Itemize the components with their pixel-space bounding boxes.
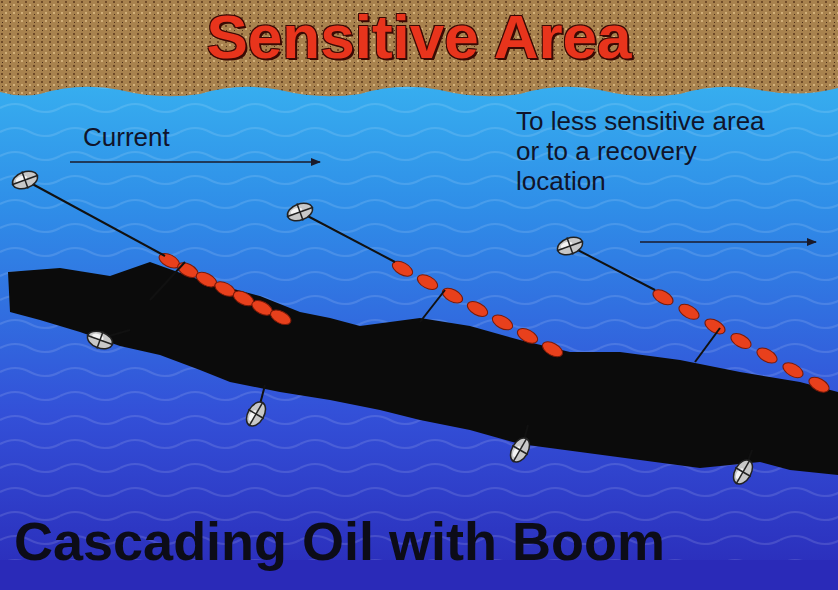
current-arrow	[70, 161, 320, 163]
anchor-lines	[25, 180, 752, 470]
direction-arrow	[640, 241, 816, 243]
anchors	[9, 167, 758, 489]
booms	[157, 250, 832, 395]
direction-label: To less sensitive area or to a recovery …	[516, 106, 778, 196]
current-label: Current	[83, 122, 170, 152]
area-title: Sensitive Area	[0, 2, 838, 72]
shore	[0, 0, 838, 96]
caption: Cascading Oil with Boom	[14, 508, 834, 574]
oil-slick	[8, 262, 838, 475]
